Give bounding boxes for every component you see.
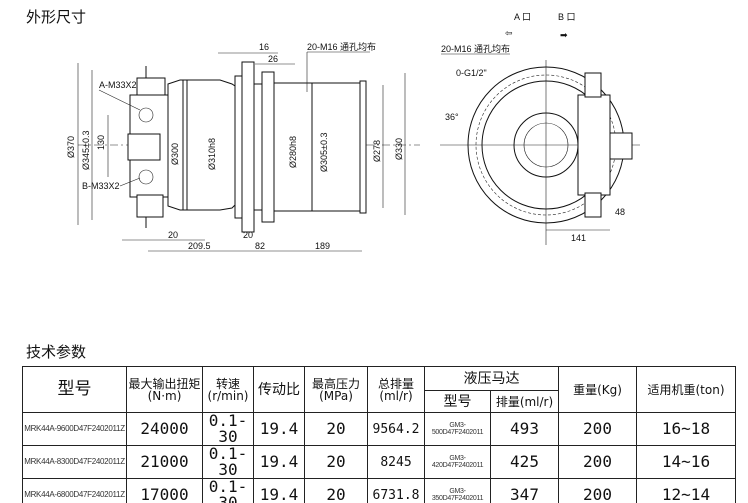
cell-weight: 200 [558, 478, 637, 503]
label-a-mouth: A 口 [514, 12, 531, 22]
outline-drawing: Ø370 Ø345±0.3 130 A-M33X2 B-M33X2 Ø300 Ø… [66, 12, 640, 252]
cell-ratio: 19.4 [253, 412, 305, 446]
cell-torque: 24000 [126, 412, 203, 446]
header-displacement: 总排量(ml/r) [367, 366, 425, 413]
cell-motor-model: GM3-500D47F2402011 [424, 412, 491, 446]
cell-speed: 0.1-30 [202, 445, 254, 479]
header-hydraulic-motor: 液压马达 [424, 366, 559, 391]
dim-d310: Ø310h8 [207, 138, 217, 170]
label-angle: 36° [445, 112, 459, 122]
front-view: A 口 B 口 ⇦ ➡ 20-M16 通孔均布 0-G1/2" 36° 48 1… [440, 12, 640, 245]
cell-motor-displacement: 425 [490, 445, 559, 479]
dim-d370: Ø370 [66, 136, 76, 158]
cell-speed: 0.1-30 [202, 412, 254, 446]
header-machine-weight: 适用机重(ton) [636, 366, 736, 413]
cell-motor-displacement: 493 [490, 412, 559, 446]
arrow-right-icon: ➡ [560, 30, 568, 40]
header-displacement-label: 总排量 [377, 376, 414, 391]
cell-ratio: 19.4 [253, 445, 305, 479]
side-view: Ø370 Ø345±0.3 130 A-M33X2 B-M33X2 Ø300 Ø… [66, 41, 420, 252]
cell-weight: 200 [558, 445, 637, 479]
dim-189: 189 [315, 241, 330, 251]
cell-machine-weight: 16~18 [636, 412, 736, 446]
outline-title: 外形尺寸 [26, 8, 87, 26]
cell-displacement: 6731.8 [367, 478, 425, 503]
dim-d278: Ø278 [372, 140, 382, 162]
label-b-port: B-M33X2 [82, 181, 120, 191]
header-weight: 重量(Kg) [558, 366, 637, 413]
cell-model: MRK44A-8300D47F2402011Z [22, 445, 127, 479]
dim-141: 141 [571, 233, 586, 243]
cell-torque: 21000 [126, 445, 203, 479]
dim-d330: Ø330 [394, 138, 404, 160]
dim-130: 130 [96, 135, 106, 150]
cell-displacement: 8245 [367, 445, 425, 479]
cell-pressure: 20 [304, 478, 368, 503]
header-torque-label: 最大输出扭矩 [128, 376, 201, 391]
header-displacement-unit: (ml/r) [379, 388, 413, 403]
cell-motor-model: GM3-420D47F2402011 [424, 445, 491, 479]
header-pressure-unit: (MPa) [319, 388, 353, 403]
header-ratio: 传动比 [253, 366, 305, 413]
cell-pressure: 20 [304, 445, 368, 479]
dim-20a: 20 [168, 230, 178, 240]
dim-d345: Ø345±0.3 [81, 131, 91, 170]
header-pressure-label: 最高压力 [311, 376, 360, 391]
cell-machine-weight: 14~16 [636, 445, 736, 479]
dim-82: 82 [255, 241, 265, 251]
cell-speed: 0.1-30 [202, 478, 254, 503]
header-torque: 最大输出扭矩(N·m) [126, 366, 203, 413]
header-pressure: 最高压力(MPa) [304, 366, 368, 413]
header-motor-displacement: 排量(ml/r) [490, 390, 559, 413]
cell-machine-weight: 12~14 [636, 478, 736, 503]
header-motor-model: 型号 [424, 390, 491, 413]
dim-16: 16 [259, 42, 269, 52]
dim-26: 26 [268, 54, 278, 64]
cell-ratio: 19.4 [253, 478, 305, 503]
label-side-holes: 20-M16 通孔均布 [307, 41, 376, 52]
cell-motor-model: GM3-350D47F2402011 [424, 478, 491, 503]
cell-pressure: 20 [304, 412, 368, 446]
label-a-port: A-M33X2 [99, 80, 137, 90]
dim-d280: Ø280h8 [288, 136, 298, 168]
dim-209-5: 209.5 [188, 241, 211, 251]
header-model: 型号 [22, 366, 127, 413]
specs-title: 技术参数 [26, 343, 87, 361]
dim-20b: 20 [243, 230, 253, 240]
header-speed-unit: (r/min) [207, 388, 249, 403]
dim-48: 48 [615, 207, 625, 217]
cell-displacement: 9564.2 [367, 412, 425, 446]
cell-torque: 17000 [126, 478, 203, 503]
label-front-holes: 20-M16 通孔均布 [441, 43, 510, 54]
spec-table: 型号 最大输出扭矩(N·m) 转速(r/min) 传动比 最高压力(MPa) 总… [22, 366, 736, 503]
cell-weight: 200 [558, 412, 637, 446]
cell-model: MRK44A-6800D47F2402011Z [22, 478, 127, 503]
header-speed: 转速(r/min) [202, 366, 254, 413]
arrow-left-icon: ⇦ [505, 28, 513, 38]
label-drain: 0-G1/2" [456, 68, 487, 78]
cell-motor-displacement: 347 [490, 478, 559, 503]
header-speed-label: 转速 [215, 376, 240, 391]
header-torque-unit: (N·m) [147, 388, 182, 403]
label-b-mouth: B 口 [558, 12, 576, 22]
cell-model: MRK44A-9600D47F2402011Z [22, 412, 127, 446]
dim-d305: Ø305±0.3 [319, 133, 329, 172]
dim-d300: Ø300 [170, 143, 180, 165]
